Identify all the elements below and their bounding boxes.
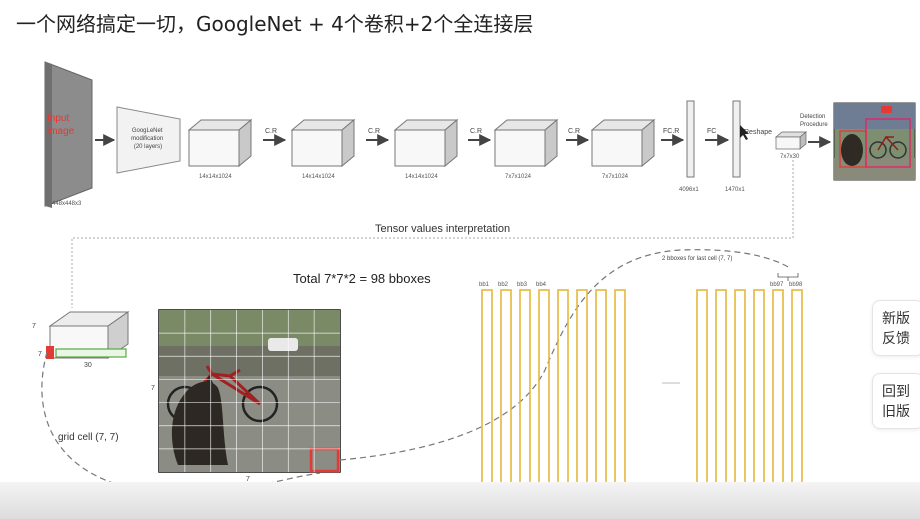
fc-label-2: 1470x1	[725, 187, 745, 193]
feature-block-label: 14x14x1024	[302, 174, 335, 180]
bbox-dashed-curve	[339, 249, 791, 461]
grid-side-label: 7	[151, 385, 155, 392]
new-version-line2: 反馈	[882, 331, 910, 347]
page-title: 一个网络搞定一切，GoogleNet + 4个卷积+2个全连接层	[16, 12, 534, 36]
detection-result-image	[833, 102, 916, 181]
tensor-side-label: 7	[32, 323, 36, 330]
fc-label-1: 4096x1	[679, 187, 699, 193]
feature-blocks: 14x14x1024 14x14x1024 14x14x1024 7x7x1024 7x…	[187, 118, 656, 180]
bbox-bar	[772, 289, 784, 504]
bb97-98-bracket	[777, 273, 799, 281]
bbox-header: bb98	[789, 282, 803, 288]
old-version-line2: 旧版	[882, 404, 910, 420]
feature-block-label: 7x7x1024	[505, 174, 532, 180]
feature-block-label: 14x14x1024	[405, 174, 438, 180]
yolo-architecture-diagram: Input image 448x448x3 GoogLeNet modifica…	[32, 61, 916, 514]
input-image-label: Input image	[47, 113, 75, 137]
tensor-caption: Tensor values interpretation	[375, 223, 510, 235]
new-version-line1: 新版	[882, 311, 910, 327]
bbox-bar	[595, 289, 607, 504]
bbox-header: bb2	[498, 282, 509, 288]
bbox-bar	[715, 289, 727, 504]
arrow-label: C.R	[568, 128, 580, 135]
bbox-bar	[500, 289, 512, 504]
bbox-bar	[734, 289, 746, 504]
reshape-label: Reshape	[744, 129, 772, 136]
bbox-header: bb1	[479, 282, 490, 288]
feature-block-label: 14x14x1024	[199, 174, 232, 180]
grid-overlay	[159, 310, 340, 472]
output-tensor-small: 7x7x30	[775, 131, 807, 160]
bbox-header: bb97	[770, 282, 784, 288]
fc-layer-2: 1470x1	[725, 100, 745, 193]
feature-block-label: 7x7x1024	[602, 174, 629, 180]
bbox-bar	[614, 289, 626, 504]
feature-block-2: 14x14x1024	[290, 118, 356, 180]
arrow-label: C.R	[470, 128, 482, 135]
feature-block-3: 14x14x1024	[393, 118, 459, 180]
arrow-label: C.R	[368, 128, 380, 135]
input-image-plane: Input image 448x448x3	[44, 61, 93, 208]
bbox-bar	[519, 289, 531, 504]
output-size-label: 7x7x30	[780, 154, 800, 160]
feature-block-1: 14x14x1024	[187, 118, 253, 180]
bbox-bar	[576, 289, 588, 504]
feature-block-4: 7x7x1024	[493, 118, 559, 180]
arrow-label: FC.R	[663, 128, 679, 135]
bbox-header: bb4	[536, 282, 547, 288]
bbox-bar	[753, 289, 765, 504]
feature-block-5: 7x7x1024	[590, 118, 656, 180]
last-cell-note: 2 bboxes for last cell (7, 7)	[662, 256, 732, 262]
fc-layer-1: 4096x1	[679, 100, 699, 193]
googlenet-label: GoogLeNet modification (20 layers)	[131, 128, 165, 150]
pipeline-arrows: C.R C.R C.R C.R FC.R FC	[263, 128, 730, 146]
new-version-feedback-button[interactable]: 新版 反馈	[872, 300, 920, 356]
grid-image	[158, 309, 341, 473]
total-bboxes-label: Total 7*7*2 = 98 bboxes	[293, 271, 431, 286]
bbox-bar	[791, 289, 803, 504]
detection-label: Detection Procedure	[800, 114, 828, 128]
tensor-depth-label: 30	[84, 362, 92, 369]
bbox-bar	[696, 289, 708, 504]
cursor-icon	[740, 125, 749, 140]
tensor-dotted-connector	[71, 160, 794, 308]
googlenet-trapezoid: GoogLeNet modification (20 layers)	[116, 106, 181, 174]
bbox-bar	[538, 289, 550, 504]
grid-bottom-label: 7	[246, 476, 250, 483]
grid-cell-label: grid cell (7, 7)	[58, 432, 119, 443]
bbox-bar	[557, 289, 569, 504]
tensor-7x7x30: 7 7 30	[32, 311, 130, 369]
input-size-label: 448x448x3	[52, 201, 82, 207]
back-to-old-version-button[interactable]: 回到 旧版	[872, 373, 920, 429]
bbox-bar	[481, 289, 493, 504]
tensor-side-label-2: 7	[38, 351, 42, 358]
old-version-line1: 回到	[882, 384, 910, 400]
bottom-bar	[0, 482, 920, 519]
bbox-vectors: 20x120x120x120x120x120x120x120x120x120x1…	[476, 282, 803, 514]
arrow-label: C.R	[265, 128, 277, 135]
arrow-label: FC	[707, 128, 716, 135]
bbox-header: bb3	[517, 282, 528, 288]
